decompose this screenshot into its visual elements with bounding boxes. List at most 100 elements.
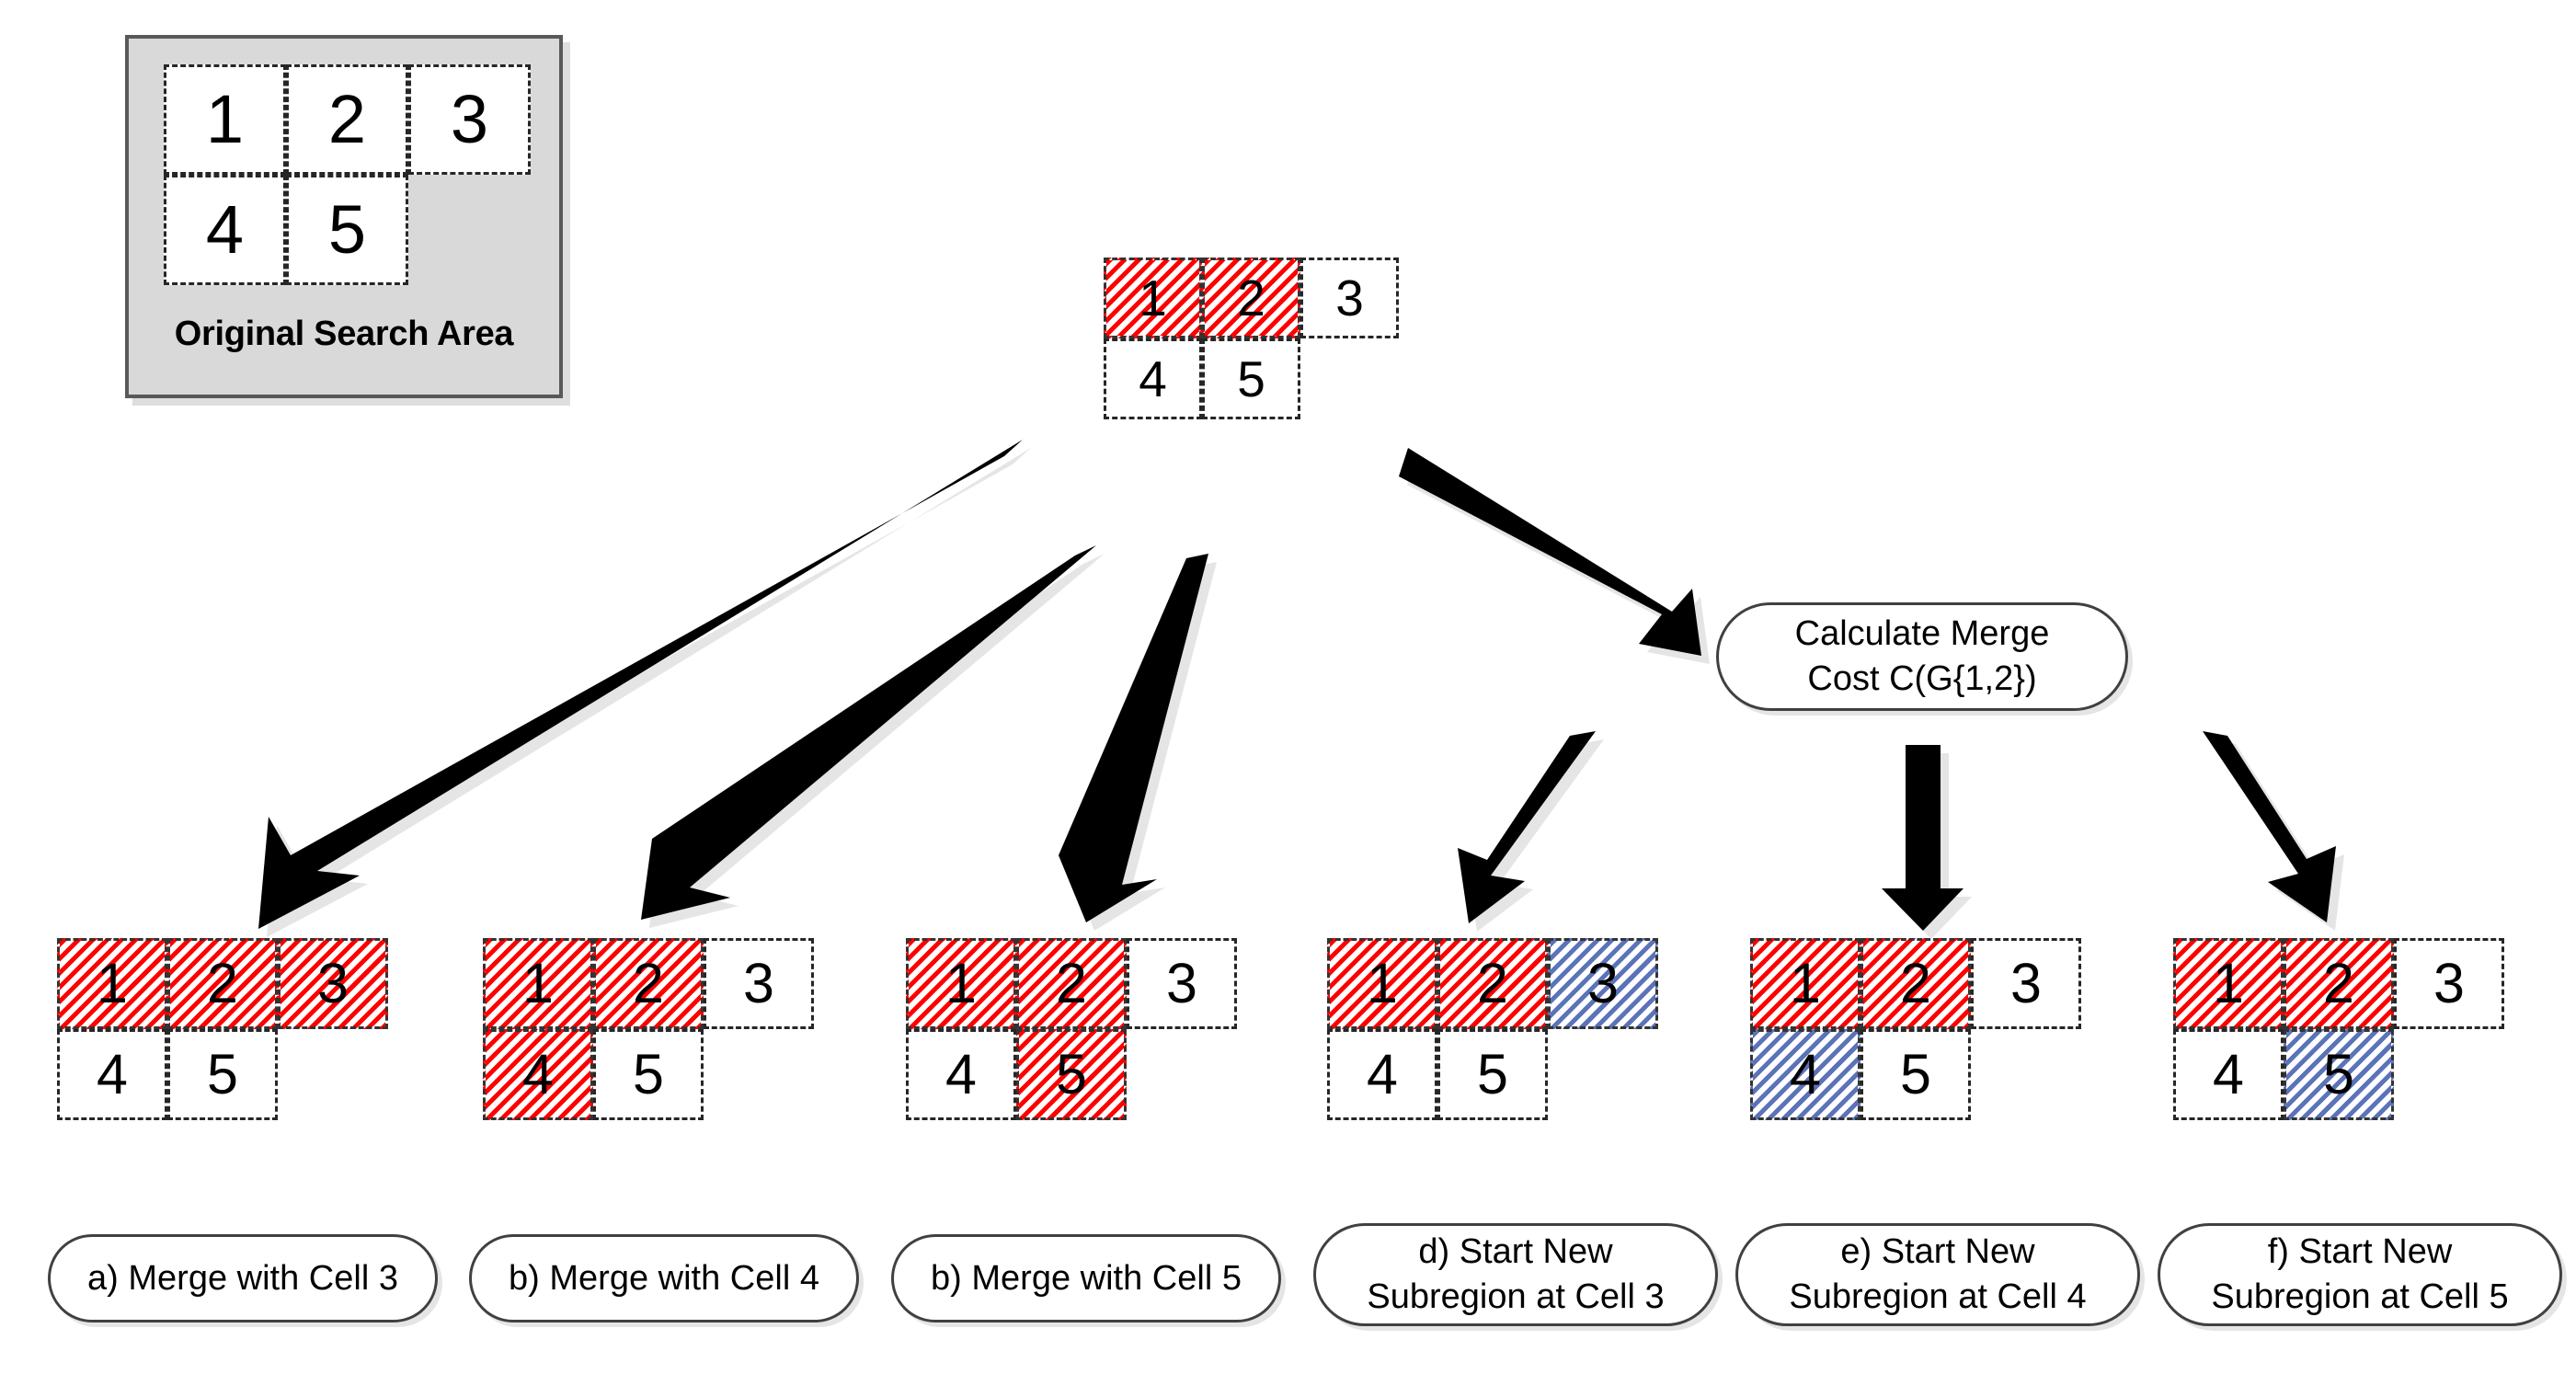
option-a-cell-4: 4 — [57, 1029, 167, 1120]
option-e-cell-1-label: 1 — [1790, 952, 1821, 1014]
option-a-cell-5: 5 — [167, 1029, 278, 1120]
option-d-grid: 1 2 3 4 5 — [1327, 938, 1658, 1120]
option-b-cell-4-label: 4 — [522, 1043, 554, 1105]
legend-title: Original Search Area — [174, 315, 514, 353]
option-b-cell-1: 1 — [483, 938, 593, 1029]
arrow-to-option-a — [258, 440, 1023, 929]
option-a-cell-2-label: 2 — [207, 952, 238, 1014]
root-cell-4-label: 4 — [1139, 349, 1167, 407]
option-a-cell-2: 2 — [167, 938, 278, 1029]
option-c-cell-1-label: 1 — [945, 952, 977, 1014]
option-b-cell-5-label: 5 — [633, 1043, 664, 1105]
root-cell-2: 2 — [1202, 258, 1300, 338]
root-cell-1-label: 1 — [1139, 269, 1167, 326]
option-e-cell-5: 5 — [1860, 1029, 1971, 1120]
root-cell-2-label: 2 — [1237, 269, 1265, 326]
caption-option-c-label: b) Merge with Cell 5 — [931, 1258, 1242, 1298]
legend-cell-2: 2 — [286, 64, 408, 175]
legend-cell-5-label: 5 — [327, 191, 367, 268]
caption-option-a-label: a) Merge with Cell 3 — [87, 1258, 398, 1298]
caption-option-b[interactable]: b) Merge with Cell 4 — [469, 1234, 859, 1322]
option-b-cell-4: 4 — [483, 1029, 593, 1120]
option-a-cell-1-label: 1 — [97, 952, 128, 1014]
option-e-cell-2-label: 2 — [1900, 952, 1931, 1014]
option-c-cell-2-label: 2 — [1056, 952, 1087, 1014]
caption-option-e[interactable]: e) Start New Subregion at Cell 4 — [1735, 1223, 2140, 1326]
option-c-cell-3-label: 3 — [1166, 952, 1197, 1014]
option-d-cell-3-label: 3 — [1587, 952, 1619, 1014]
option-f-cell-3: 3 — [2394, 938, 2504, 1029]
caption-option-d-label: d) Start New Subregion at Cell 3 — [1367, 1232, 1665, 1316]
arrow-to-option-f — [2203, 731, 2336, 922]
option-a-grid: 1 2 3 4 5 — [57, 938, 388, 1120]
root-cell-4: 4 — [1104, 338, 1202, 419]
legend-cell-4: 4 — [164, 175, 286, 285]
root-cell-5: 5 — [1202, 338, 1300, 419]
option-f-cell-2: 2 — [2284, 938, 2394, 1029]
caption-option-d[interactable]: d) Start New Subregion at Cell 3 — [1313, 1223, 1718, 1326]
option-b-cell-2-label: 2 — [633, 952, 664, 1014]
legend-cell-3: 3 — [408, 64, 531, 175]
option-f-cell-4: 4 — [2173, 1029, 2284, 1120]
option-d-cell-3: 3 — [1548, 938, 1658, 1029]
arrow-to-option-b — [641, 545, 1096, 920]
option-c-cell-5-label: 5 — [1056, 1043, 1087, 1105]
root-cell-1: 1 — [1104, 258, 1202, 338]
option-a-cell-3: 3 — [278, 938, 388, 1029]
option-b-cell-1-label: 1 — [522, 952, 554, 1014]
option-d-cell-1: 1 — [1327, 938, 1437, 1029]
caption-option-a[interactable]: a) Merge with Cell 3 — [48, 1234, 438, 1322]
option-b-grid: 1 2 3 4 5 — [483, 938, 814, 1120]
option-e-cell-1: 1 — [1750, 938, 1860, 1029]
option-d-cell-4: 4 — [1327, 1029, 1437, 1120]
option-e-cell-3: 3 — [1971, 938, 2081, 1029]
option-d-cell-5: 5 — [1437, 1029, 1548, 1120]
option-d-cell-2: 2 — [1437, 938, 1548, 1029]
caption-option-f-label: f) Start New Subregion at Cell 5 — [2211, 1232, 2509, 1316]
caption-option-b-label: b) Merge with Cell 4 — [509, 1258, 819, 1298]
arrow-to-option-c — [1059, 554, 1208, 922]
legend-cell-2-label: 2 — [327, 81, 367, 157]
option-d-cell-2-label: 2 — [1477, 952, 1508, 1014]
merge-cost-label: Calculate Merge Cost C(G{1,2}) — [1794, 614, 2050, 698]
option-a-cell-4-label: 4 — [97, 1043, 128, 1105]
option-c-cell-3: 3 — [1127, 938, 1237, 1029]
option-a-cell-5-label: 5 — [207, 1043, 238, 1105]
option-c-cell-5: 5 — [1016, 1029, 1127, 1120]
option-a-cell-3-label: 3 — [317, 952, 349, 1014]
option-d-cell-1-label: 1 — [1367, 952, 1398, 1014]
root-cell-5-label: 5 — [1237, 349, 1265, 407]
arrow-to-option-e — [1882, 745, 1963, 931]
calculate-merge-cost-box[interactable]: Calculate Merge Cost C(G{1,2}) — [1716, 602, 2128, 711]
legend-cell-1-label: 1 — [205, 81, 245, 157]
option-e-cell-4-label: 4 — [1790, 1043, 1821, 1105]
option-f-cell-1-label: 1 — [2213, 952, 2244, 1014]
option-a-cell-1: 1 — [57, 938, 167, 1029]
option-e-cell-3-label: 3 — [2010, 952, 2042, 1014]
option-e-cell-2: 2 — [1860, 938, 1971, 1029]
root-cell-3-label: 3 — [1335, 269, 1364, 326]
arrow-to-merge-cost — [1399, 448, 1701, 656]
root-cell-3: 3 — [1300, 258, 1399, 338]
option-f-cell-4-label: 4 — [2213, 1043, 2244, 1105]
option-b-cell-5: 5 — [593, 1029, 704, 1120]
option-f-cell-2-label: 2 — [2323, 952, 2354, 1014]
option-b-cell-3: 3 — [704, 938, 814, 1029]
caption-option-c[interactable]: b) Merge with Cell 5 — [891, 1234, 1281, 1322]
root-grid: 1 2 3 4 5 — [1104, 258, 1399, 419]
caption-option-f[interactable]: f) Start New Subregion at Cell 5 — [2158, 1223, 2562, 1326]
option-d-cell-4-label: 4 — [1367, 1043, 1398, 1105]
option-b-cell-2: 2 — [593, 938, 704, 1029]
option-b-cell-3-label: 3 — [743, 952, 774, 1014]
option-c-cell-4: 4 — [906, 1029, 1016, 1120]
legend-cell-5: 5 — [286, 175, 408, 285]
option-d-cell-5-label: 5 — [1477, 1043, 1508, 1105]
option-f-cell-1: 1 — [2173, 938, 2284, 1029]
option-f-cell-5: 5 — [2284, 1029, 2394, 1120]
